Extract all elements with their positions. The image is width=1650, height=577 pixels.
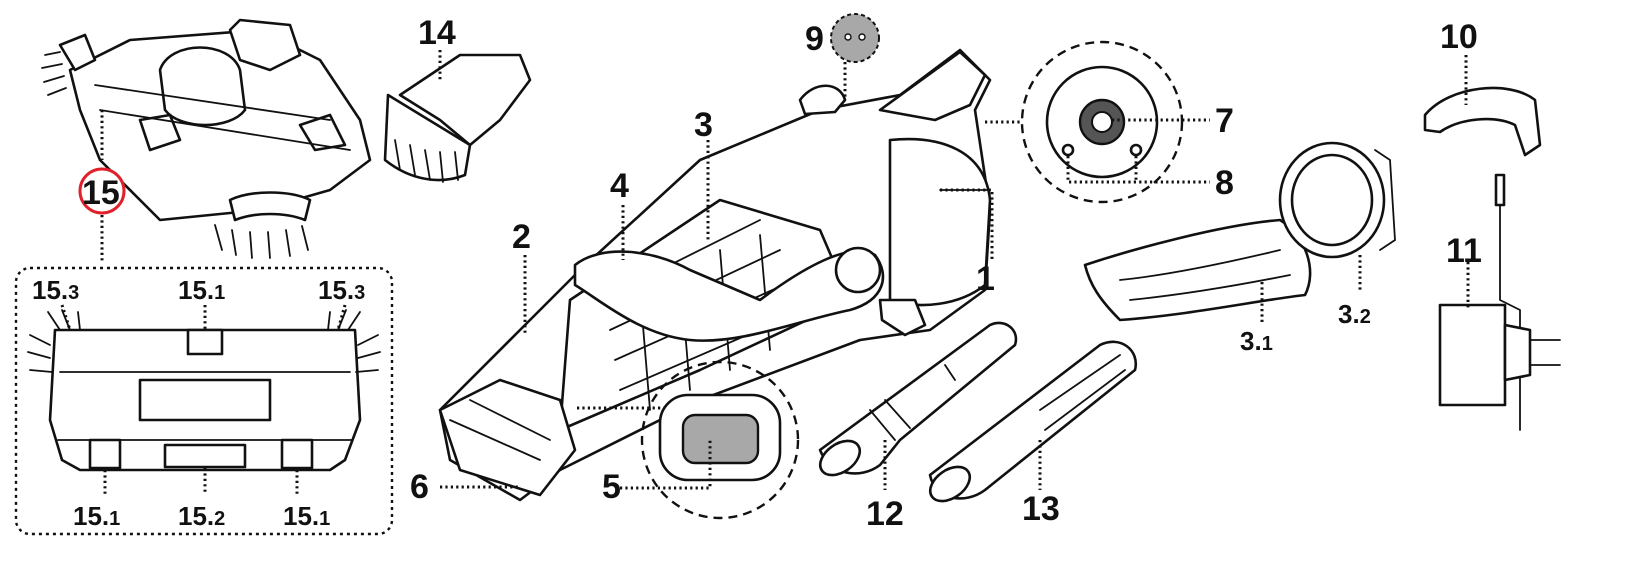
label-part-15-1-right: 15.1	[283, 501, 330, 531]
clip-drawing	[1423, 55, 1542, 157]
highlight-circle	[78, 167, 126, 215]
brush-nozzle-drawing	[383, 50, 532, 183]
label-part-5: 5	[602, 468, 621, 506]
label-part-15-1-top: 15.1	[178, 275, 225, 305]
label-part-9: 9	[805, 20, 824, 58]
label-part-3: 3	[694, 106, 713, 144]
label-part-15: 15	[82, 174, 120, 212]
lead-15-3-right	[336, 304, 347, 331]
label-part-1: 1	[976, 260, 995, 298]
label-part-6: 6	[410, 468, 429, 506]
label-part-3-1: 3.1	[1240, 326, 1273, 356]
crevice-tool-drawing	[928, 340, 1138, 503]
motor-inset	[985, 40, 1210, 204]
handheld-body-drawing	[438, 48, 994, 502]
label-part-7: 7	[1215, 102, 1234, 140]
seal-inset	[620, 360, 800, 520]
label-part-3-2: 3.2	[1338, 299, 1371, 329]
label-part-15-1-left: 15.1	[73, 501, 120, 531]
floor-nozzle-drawing	[41, 18, 372, 262]
lead-15-3-left	[60, 304, 72, 331]
label-part-8: 8	[1215, 164, 1234, 202]
label-part-10: 10	[1440, 18, 1478, 56]
label-part-15-2: 15.2	[178, 501, 225, 531]
label-part-4: 4	[610, 167, 629, 205]
label-part-15-3-right: 15.3	[318, 275, 365, 305]
nozzle-underside-inset	[14, 266, 394, 536]
label-part-13: 13	[1022, 490, 1060, 528]
label-part-2: 2	[512, 218, 531, 256]
filter-ring-drawing	[1278, 141, 1396, 290]
filter-disc-drawing	[830, 13, 880, 63]
label-part-11: 11	[1446, 232, 1482, 270]
extension-tube-drawing	[818, 321, 1018, 490]
filter-bag-drawing	[1083, 218, 1312, 322]
label-part-12: 12	[866, 495, 904, 533]
charger-drawing	[1438, 173, 1561, 431]
label-part-15-3-left: 15.3	[32, 275, 79, 305]
label-part-14: 14	[418, 14, 456, 52]
